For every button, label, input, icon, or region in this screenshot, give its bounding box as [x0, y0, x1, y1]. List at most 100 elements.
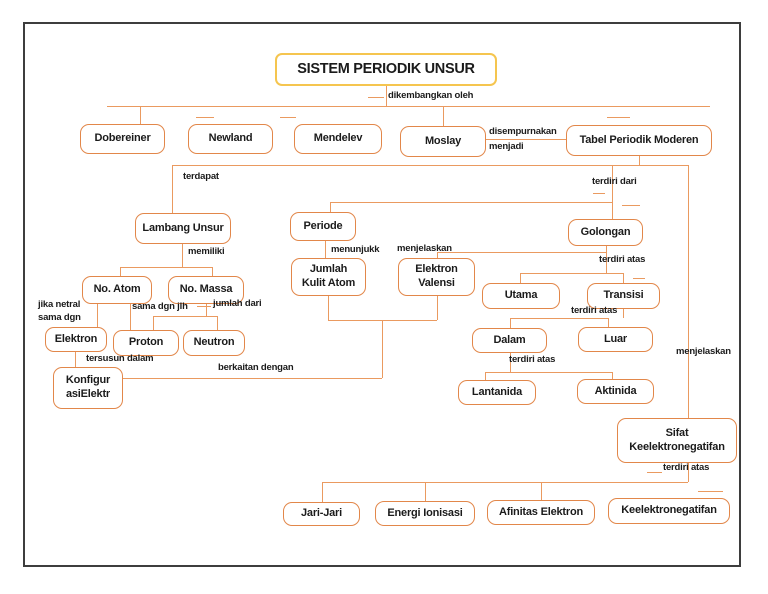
connector-line — [120, 267, 212, 268]
connector-line — [623, 303, 624, 318]
connector-dash — [698, 491, 723, 492]
edge-label-jumlah-dari: jumlah dari — [213, 298, 262, 309]
edge-label-menunjukk: menunjukk — [331, 244, 380, 255]
connector-line — [612, 372, 613, 379]
connector-line — [123, 378, 382, 379]
node-dalam: Dalam — [472, 328, 547, 353]
node-proton: Proton — [113, 330, 179, 356]
connector-line — [541, 482, 542, 500]
connector-line — [688, 165, 689, 418]
node-afinitas-elektron: Afinitas Elektron — [487, 500, 595, 525]
connector-line — [520, 273, 521, 283]
node-elektron: Elektron — [45, 327, 107, 352]
node-periode: Periode — [290, 212, 356, 241]
connector-line — [217, 316, 218, 330]
connector-line — [608, 318, 609, 327]
connector-line — [172, 165, 688, 166]
connector-line — [330, 202, 331, 212]
node-konfigurasi-elektron: Konfigur asiElektr — [53, 367, 123, 409]
edge-label-terdiri-atas-transisi: terdiri atas — [571, 305, 618, 316]
node-aktinida: Aktinida — [577, 379, 654, 404]
node-dobereiner: Dobereiner — [80, 124, 165, 154]
node-jari-jari: Jari-Jari — [283, 502, 360, 526]
edge-label-jika-netral: jika netral sama dgn — [38, 299, 81, 323]
connector-line — [606, 246, 607, 273]
edge-label-menjelaskan-valensi: menjelaskan — [397, 243, 452, 254]
connector-line — [330, 202, 612, 203]
connector-line — [485, 372, 486, 380]
node-energi-ionisasi: Energi Ionisasi — [375, 501, 475, 526]
edge-label-memiliki: memiliki — [188, 246, 225, 257]
node-newland: Newland — [188, 124, 273, 154]
connector-line — [437, 296, 438, 320]
node-no-atom: No. Atom — [82, 276, 152, 304]
connector-line — [382, 320, 383, 378]
connector-line — [75, 352, 76, 367]
connector-line — [510, 352, 511, 372]
node-sifat-keelektronegatifan: Sifat Keelektronegatifan — [617, 418, 737, 463]
edge-label-sama-dgn-jlh: sama dgn jlh — [132, 301, 188, 312]
connector-line — [182, 244, 183, 267]
connector-line — [437, 252, 606, 253]
connector-line — [153, 316, 154, 330]
edge-label-tersusun-dalam: tersusun dalam — [86, 353, 154, 364]
connector-dash — [647, 472, 662, 473]
connector-dash — [196, 117, 214, 118]
node-golongan: Golongan — [568, 219, 643, 246]
edge-label-dikembangkan-oleh: dikembangkan oleh — [388, 90, 474, 101]
node-keelektronegatifan: Keelektronegatifan — [608, 498, 730, 524]
edge-label-disempurnakan: disempurnakan — [489, 126, 557, 137]
node-elektron-valensi: Elektron Valensi — [398, 258, 475, 296]
connector-line — [153, 316, 217, 317]
connector-line — [485, 372, 612, 373]
connector-dash — [368, 97, 384, 98]
connector-line — [120, 267, 121, 276]
connector-line — [688, 463, 689, 482]
diagram-title: SISTEM PERIODIK UNSUR — [275, 53, 497, 86]
node-mendelev: Mendelev — [294, 124, 382, 154]
connector-line — [386, 85, 387, 106]
connector-line — [322, 482, 323, 502]
node-neutron: Neutron — [183, 330, 245, 356]
connector-line — [130, 304, 131, 330]
node-lantanida: Lantanida — [458, 380, 536, 405]
connector-line — [212, 267, 213, 276]
edge-label-terdiri-atas-sifat: terdiri atas — [663, 462, 710, 473]
node-lambang-unsur: Lambang Unsur — [135, 213, 231, 244]
node-no-massa: No. Massa — [168, 276, 244, 304]
connector-line — [172, 165, 173, 213]
connector-line — [486, 139, 566, 140]
node-jumlah-kulit-atom: Jumlah Kulit Atom — [291, 258, 366, 296]
connector-line — [612, 165, 613, 219]
connector-line — [206, 304, 207, 316]
edge-label-terdiri-atas-golongan: terdiri atas — [599, 254, 646, 265]
node-utama: Utama — [482, 283, 560, 309]
edge-label-terdapat: terdapat — [183, 171, 219, 182]
edge-label-menjadi: menjadi — [489, 141, 524, 152]
node-transisi: Transisi — [587, 283, 660, 309]
connector-line — [425, 482, 426, 501]
connector-dash — [622, 205, 640, 206]
edge-label-terdiri-atas-dalam: terdiri atas — [509, 354, 556, 365]
connector-line — [623, 273, 624, 283]
edge-label-berkaitan-dengan: berkaitan dengan — [218, 362, 294, 373]
edge-label-terdiri-dari: terdiri dari — [592, 176, 637, 187]
connector-dash — [607, 117, 630, 118]
connector-line — [328, 296, 329, 320]
connector-line — [140, 106, 141, 124]
connector-line — [443, 106, 444, 126]
connector-line — [510, 318, 511, 328]
connector-dash — [633, 278, 645, 279]
node-luar: Luar — [578, 327, 653, 352]
connector-dash — [280, 117, 296, 118]
connector-dash — [593, 193, 605, 194]
connector-line — [107, 106, 710, 107]
connector-line — [325, 240, 326, 258]
connector-line — [520, 273, 623, 274]
connector-line — [639, 156, 640, 165]
connector-dash — [197, 306, 211, 307]
node-moslay: Moslay — [400, 126, 486, 157]
connector-line — [322, 482, 688, 483]
node-tabel-periodik-moderen: Tabel Periodik Moderen — [566, 125, 712, 156]
edge-label-menjelaskan-sifat: menjelaskan — [676, 346, 731, 357]
